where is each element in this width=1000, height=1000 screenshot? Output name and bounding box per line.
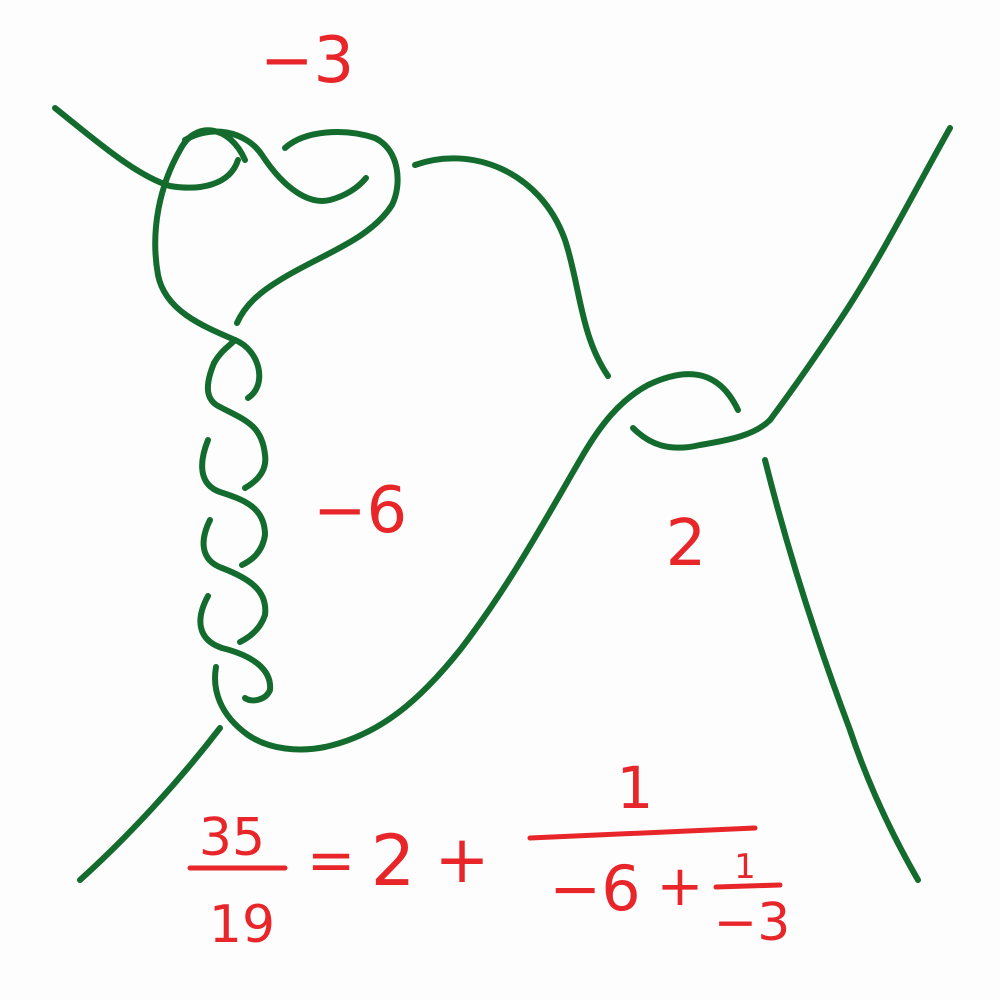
strand-bottom-right-exit <box>762 457 921 883</box>
continued-fraction-equation: 35 19 = 2 + 1 −6 + 1 −3 <box>187 754 791 955</box>
strand-middle-sweep <box>322 371 741 750</box>
inner-fraction-bar <box>713 882 783 890</box>
strand-top-twist-cross <box>182 128 369 204</box>
twist-label-top: −3 <box>260 24 354 98</box>
strand-bottom-left-exit <box>77 725 223 883</box>
strand-left-twist-back <box>211 337 238 366</box>
lhs-denominator: 19 <box>209 895 275 955</box>
strand-top-twist-loop-left <box>152 127 248 343</box>
inner-denominator: −3 <box>714 893 791 953</box>
inner-plus-sign: + <box>657 854 704 919</box>
twist-label-left: −6 <box>313 474 407 548</box>
inner-integer: −6 <box>549 852 640 925</box>
strand-right-arc <box>412 155 611 379</box>
outer-numerator: 1 <box>617 754 654 822</box>
strand-left-twist-front <box>197 337 328 753</box>
lhs-numerator: 35 <box>199 808 265 868</box>
inner-numerator: 1 <box>734 847 756 887</box>
twist-label-right: 2 <box>666 507 707 581</box>
strand-top-right-entry <box>767 125 953 423</box>
outer-fraction-bar <box>527 825 758 841</box>
plus-sign: + <box>434 821 489 898</box>
integer-part: 2 <box>371 820 416 902</box>
strand-top-left-entry <box>52 105 241 191</box>
strand-right-twist-loop <box>630 417 773 451</box>
strand-top-twist-loop-right <box>234 129 401 326</box>
knot-strands <box>52 105 953 883</box>
equals-sign: = <box>307 826 356 894</box>
